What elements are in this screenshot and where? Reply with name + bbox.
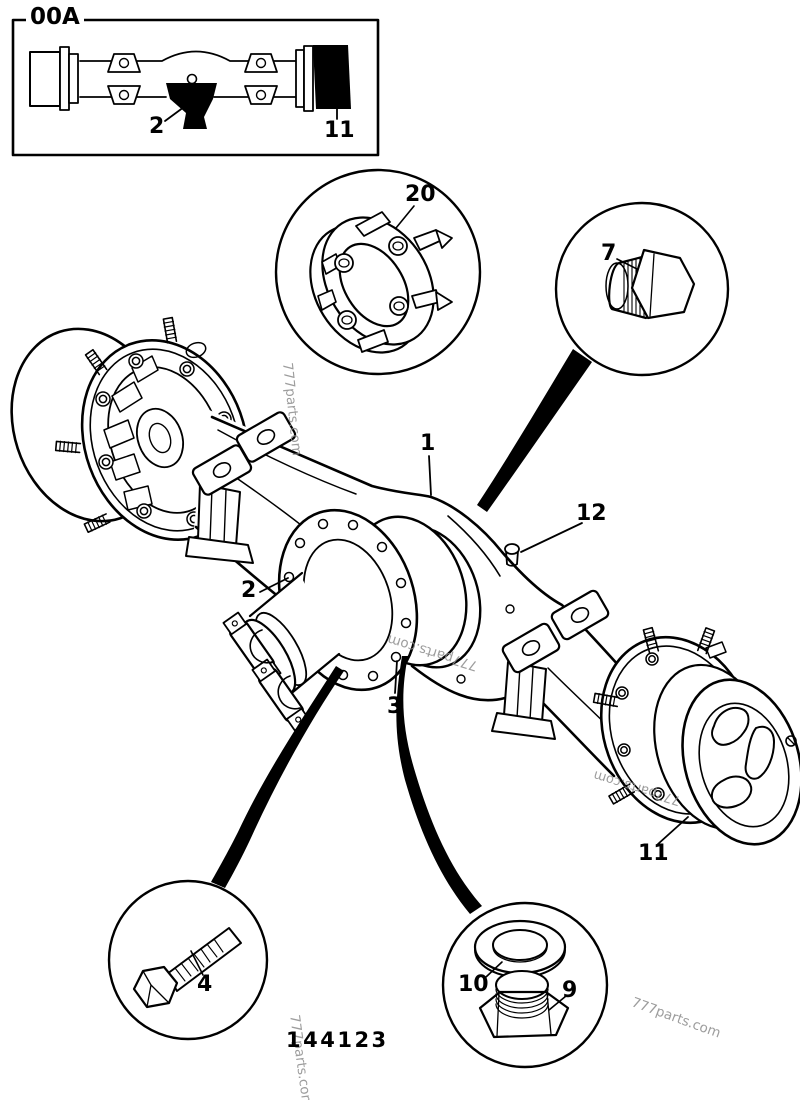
leader-1 [428, 455, 432, 496]
hub-cover [681, 678, 800, 846]
leader-20 [395, 205, 415, 229]
callout-9: 9 [562, 978, 578, 1003]
leader-2 [259, 577, 289, 593]
retainer-plate-inset [274, 168, 482, 376]
callout-1: 1 [420, 431, 436, 456]
callout-4: 4 [197, 972, 213, 997]
callout-box-2: 2 [149, 114, 165, 139]
axle-assembly [10, 316, 800, 846]
right-hub-bolts [615, 652, 665, 801]
pinion-snout [248, 571, 341, 698]
callout-7: 7 [601, 241, 617, 266]
leader-11 [657, 816, 689, 845]
thick-leader-4 [211, 666, 344, 888]
thick-leader-9-10 [396, 656, 482, 914]
callout-10: 10 [458, 972, 489, 997]
callout-11: 11 [638, 841, 669, 866]
thick-leader-7 [477, 349, 592, 512]
leader-box-2 [164, 106, 185, 122]
leader-10 [485, 961, 503, 978]
plug-hex [478, 990, 570, 1039]
carrier-flange-group [222, 508, 482, 732]
callout-3: 3 [387, 694, 403, 719]
leader-4 [190, 950, 204, 976]
drain-plug-inset [396, 656, 609, 1069]
leader-9 [548, 995, 567, 1011]
leader-12 [520, 522, 583, 553]
pinion-yoke [222, 611, 311, 732]
leader-7 [616, 258, 638, 270]
figure-number: 144123 [286, 1028, 389, 1052]
retainer-bolts [334, 236, 409, 330]
breather-pin [504, 543, 520, 567]
callout-box-11: 11 [324, 118, 355, 143]
right-hub [592, 626, 800, 846]
thumbnail-hub-cover-highlight [313, 45, 351, 109]
hub-bolt-inset [107, 666, 344, 1041]
reference-box [11, 18, 380, 157]
flange-windows [103, 355, 159, 511]
cover-cutouts [710, 707, 775, 809]
leader-3 [394, 660, 398, 694]
group-label-00A: 00A [26, 6, 84, 29]
thumbnail-differential-highlight [166, 83, 217, 129]
callout-2: 2 [241, 578, 257, 603]
mounting-pads [185, 411, 610, 740]
leader-lines [259, 455, 689, 845]
callout-12: 12 [576, 501, 607, 526]
filler-plug-inset [477, 201, 730, 512]
plug-threads [495, 970, 549, 1000]
callout-20: 20 [405, 182, 436, 207]
